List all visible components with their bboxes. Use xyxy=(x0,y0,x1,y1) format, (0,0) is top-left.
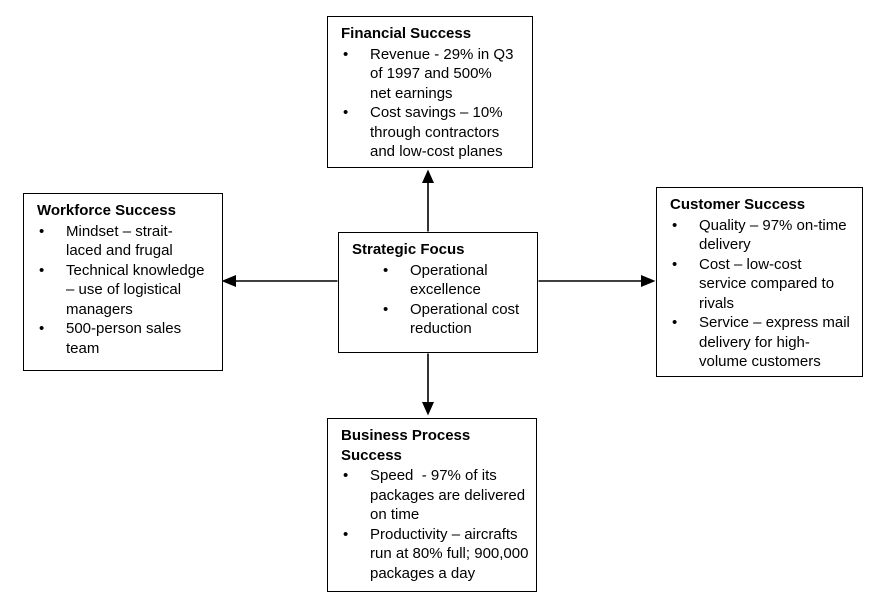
bullet-text: Speed - 97% of its packages are delivere… xyxy=(370,467,526,523)
business-process-success-bullets: • Speed - 97% of its packages are deliver… xyxy=(328,466,536,583)
workforce-success-bullets: • Mindset – strait- laced and frugal • Tech… xyxy=(24,222,222,359)
bullet-item: • Mindset – strait- laced and frugal xyxy=(24,222,222,261)
bullet-item: • Speed - 97% of its packages are deliver… xyxy=(328,466,536,525)
bullet-item: • Revenue - 29% in Q3 of 1997 and 500% ne… xyxy=(328,45,532,104)
customer-success-box: Customer Success • Quality – 97% on-time … xyxy=(656,187,863,377)
strategic-focus-bullets: • Operational excellence • Operational cost… xyxy=(339,261,537,339)
bullet-item: • Technical knowledge – use of logistical… xyxy=(24,261,222,320)
bullet-item: • 500-person sales team xyxy=(24,319,222,358)
strategic-focus-title: Strategic Focus xyxy=(352,241,465,258)
arrow-left-icon xyxy=(221,275,338,287)
bullet-icon: • xyxy=(383,300,389,318)
financial-success-title: Financial Success xyxy=(341,25,472,42)
bullet-icon: • xyxy=(39,261,45,279)
bullet-text: Productivity – aircrafts run at 80% full… xyxy=(370,525,529,582)
workforce-success-box: Workforce Success • Mindset – strait- lac… xyxy=(23,193,223,371)
strategic-focus-box: Strategic Focus •Operational excellence•… xyxy=(338,232,538,353)
arrow-up-icon xyxy=(422,169,434,232)
bullet-text: Operational cost reduction xyxy=(410,300,520,338)
bullet-icon: • xyxy=(343,467,349,484)
bullet-text: Quality – 97% on-time delivery xyxy=(699,216,847,254)
bullet-item: • Productivity – aircrafts run at 80% ful… xyxy=(328,525,536,584)
bullet-icon: • xyxy=(343,525,349,543)
bullet-text: Operational excellence xyxy=(410,261,488,299)
bullet-text: Cost – low-cost service compared to riva… xyxy=(699,255,835,312)
bullet-icon: • xyxy=(383,261,389,279)
bullet-item: • Operational excellence xyxy=(339,261,537,300)
financial-success-bullets: • Revenue - 29% in Q3 of 1997 and 500% ne… xyxy=(328,45,532,162)
financial-success-box: Financial Success • Revenue - 29% in Q3 o… xyxy=(327,16,533,168)
bullet-icon: • xyxy=(672,255,678,273)
bullet-item: • Cost – low-cost service compared to riv… xyxy=(657,255,862,314)
bullet-text: 500-person sales team xyxy=(66,320,182,357)
customer-success-title: Customer Success xyxy=(670,196,806,213)
bullet-item: • Quality – 97% on-time delivery xyxy=(657,216,862,255)
business-process-success-box: Business Process Success • Speed - 97% of… xyxy=(327,418,537,592)
business-process-success-title: Business Process Success xyxy=(341,427,471,464)
arrow-down-icon xyxy=(422,353,434,416)
bullet-text: Mindset – strait- laced and frugal xyxy=(66,222,173,260)
workforce-success-title: Workforce Success xyxy=(37,202,176,219)
bullet-item: • Service – express mail delivery for hig… xyxy=(657,313,862,372)
bullet-icon: • xyxy=(39,320,45,337)
bullet-text: Service – express mail delivery for high… xyxy=(699,314,850,370)
bullet-item: • Operational cost reduction xyxy=(339,300,537,339)
bullet-icon: • xyxy=(672,216,678,234)
customer-success-bullets: • Quality – 97% on-time delivery • Cost – l… xyxy=(657,216,862,372)
bullet-text: Technical knowledge – use of logistical … xyxy=(66,261,205,318)
bullet-icon: • xyxy=(672,314,678,331)
bullet-text: Cost savings – 10% through contractors a… xyxy=(370,104,503,160)
bullet-item: • Cost savings – 10% through contractors … xyxy=(328,103,532,162)
bullet-text: Revenue - 29% in Q3 of 1997 and 500% net… xyxy=(370,45,514,102)
bullet-icon: • xyxy=(343,45,349,63)
bullet-icon: • xyxy=(39,222,45,240)
bullet-icon: • xyxy=(343,104,349,121)
arrow-right-icon xyxy=(538,275,656,287)
